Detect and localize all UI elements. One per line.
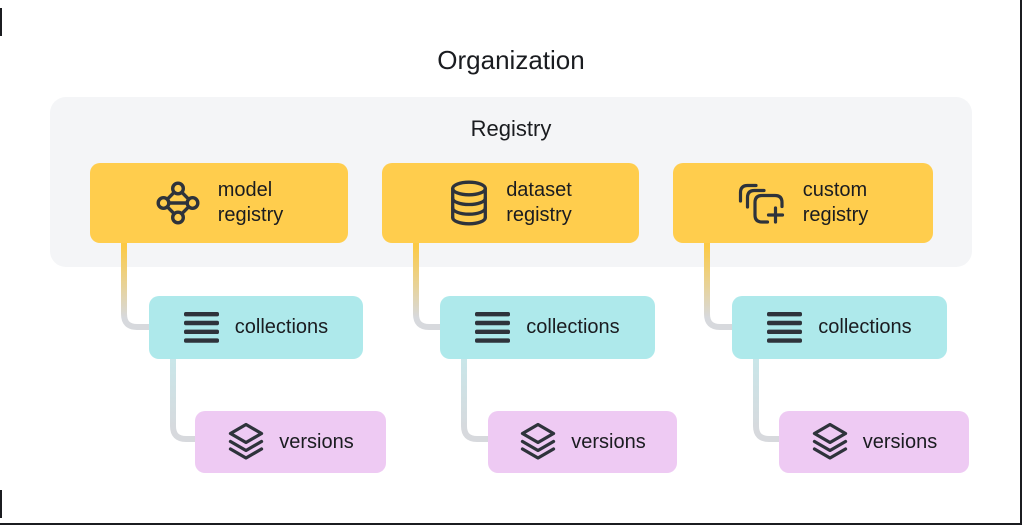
versions-node: versions (779, 411, 969, 473)
connector-collections-to-versions (461, 359, 489, 442)
versions-label: versions (279, 430, 354, 453)
registry-panel-label: Registry (470, 116, 552, 141)
versions-node: versions (488, 411, 677, 473)
versions-layers-icon (521, 422, 556, 460)
connector-collections-to-versions (753, 359, 780, 442)
model-registry-icon (156, 181, 200, 225)
versions-node: versions (195, 411, 386, 473)
frame-border-right (1020, 0, 1022, 525)
connector-collections-to-versions (170, 359, 196, 442)
collections-label: collections (526, 316, 620, 338)
collections-list-icon (183, 312, 219, 343)
frame-tick-bottom-left (0, 490, 2, 518)
versions-layers-icon (812, 422, 847, 460)
versions-layers-icon (229, 422, 264, 460)
connector-registry-to-collections (121, 243, 150, 330)
versions-label: versions (862, 430, 938, 453)
custom-registry-icon (738, 183, 784, 224)
collections-list-icon (475, 312, 511, 343)
dataset-registry-icon (451, 180, 488, 226)
connector-registry-to-collections (704, 243, 733, 330)
frame-border-bottom (0, 523, 1022, 525)
collections-label: collections (234, 316, 329, 338)
page-title: Organization (437, 45, 585, 75)
collections-node: collections (732, 296, 947, 359)
collections-node: collections (440, 296, 655, 359)
collections-node: collections (149, 296, 363, 359)
frame-tick-top-left (0, 8, 2, 36)
connector-registry-to-collections (413, 243, 441, 330)
versions-label: versions (571, 430, 646, 453)
collections-list-icon (767, 312, 803, 343)
collections-label: collections (818, 316, 912, 338)
